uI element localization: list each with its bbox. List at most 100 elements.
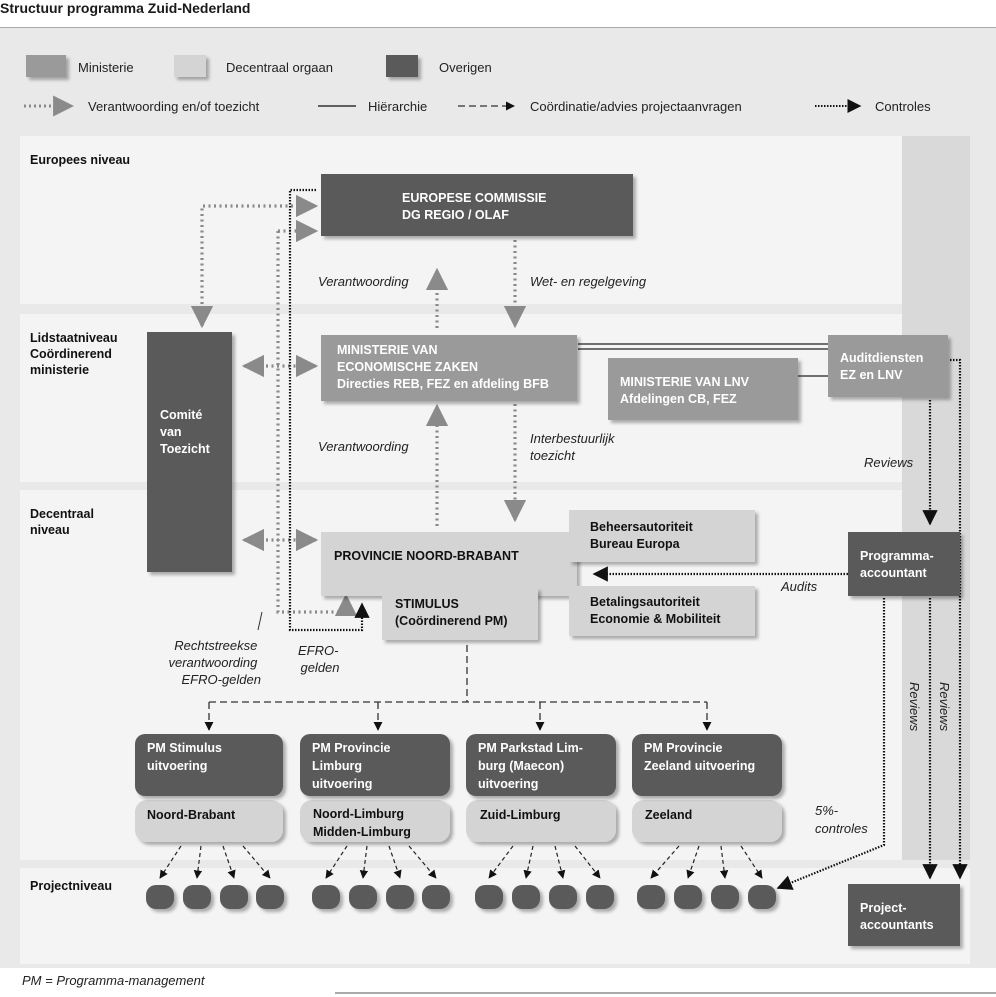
box-ministerie-lnv [608,358,798,420]
box-betalingsautoriteit [569,586,755,636]
pm-region-box [632,800,782,842]
project-node [386,885,414,909]
pm-unit: PM Parkstad Lim- burg (Maecon) uitvoerin… [466,734,616,842]
fan-arrow [222,845,236,879]
footnote: PM = Programma-management [22,973,206,988]
box-project-accountants-text: Project- accountants [860,901,934,932]
legend-decentraal: Decentraal orgaan [226,60,333,75]
project-node [637,885,665,909]
box-auditdiensten-text: Auditdiensten EZ en LNV [840,351,927,382]
project-node [674,885,702,909]
fan-arrow [193,845,203,879]
box-ministerie-ez [321,335,577,401]
pm-region-box [300,800,450,842]
project-node [349,885,377,909]
label-reviews-h: Reviews [864,455,914,470]
box-programma-accountant [848,532,960,596]
legend-hierarchie: Hiërarchie [368,99,427,114]
legend-verantwoording: Verantwoording en/of toezicht [88,99,260,114]
right-column-shade [902,136,970,860]
project-node [220,885,248,909]
project-node [146,885,174,909]
leader-rechtstreekse [257,611,263,631]
project-node [475,885,503,909]
arrow-direct-efro [276,231,358,617]
label-interbestuurlijk: Interbestuurlijk toezicht [530,431,618,463]
box-programma-accountant-text: Programma- accountant [860,549,937,580]
legend-swatch-overigen [386,55,418,77]
fan-arrow [686,845,700,879]
pm-unit: PM Provincie Zeeland uitvoering Zeeland [632,734,782,842]
legend: Ministerie Decentraal orgaan Overigen Ve… [24,55,931,117]
label-reviews-v2: Reviews [937,682,952,732]
project-node [549,885,577,909]
arrow-reviews-v2 [950,358,968,880]
pm-top-text: PM Provincie Zeeland uitvoering [644,741,755,773]
box-ministerie-ez-text: MINISTERIE VAN ECONOMISCHE ZAKEN Directi… [337,343,549,391]
project-nodes [146,885,776,909]
pm-top-box [135,734,283,796]
fan-arrow [740,845,763,879]
box-provincie-noord-brabant [321,532,577,596]
pm-unit: PM Provincie Limburg uitvoering Noord-Li… [300,734,450,842]
box-stimulus [382,588,538,640]
label-reviews-v1: Reviews [907,682,922,732]
box-betalingsautoriteit-text: Betalingsautoriteit Economie & Mobilitei… [590,595,721,626]
label-audits: Audits [780,579,818,594]
box-comite-van-toezicht [147,332,232,572]
legend-swatch-decentraal [174,55,206,77]
box-project-accountants [848,884,960,946]
project-node [422,885,450,909]
pm-top-text: PM Provincie Limburg uitvoering [312,741,394,791]
pm-top-box [632,734,782,796]
box-comite-text: Comité van Toezicht [160,408,211,456]
project-node [711,885,739,909]
controles-arrows [288,188,968,890]
label-efro-gelden: EFRO- gelden [298,643,342,675]
fan-arrow [650,845,680,879]
diagram-title: Structuur programma Zuid-Nederland [0,0,250,16]
box-ministerie-lnv-text: MINISTERIE VAN LNV Afdelingen CB, FEZ [620,375,752,406]
fan-arrow [554,845,566,879]
pm-region-text: Noord-Limburg Midden-Limburg [313,807,411,839]
box-provincie-text: PROVINCIE NOORD-BRABANT [334,549,519,563]
level-project: Projectniveau [30,879,112,893]
label-rechtstreekse: Rechtstreekse verantwoording EFRO-gelden [168,638,261,687]
fan-arrow [523,845,534,879]
arrow-ec-efro-controles [288,188,370,632]
legend-swatch-ministerie [26,55,66,77]
label-wet-regelgeving: Wet- en regelgeving [530,274,647,289]
box-europese-commissie [321,174,633,236]
pm-units: PM Stimulus uitvoering Noord-Brabant PM … [135,734,782,842]
pm-top-box [466,734,616,796]
pm-unit: PM Stimulus uitvoering Noord-Brabant [135,734,283,842]
box-stimulus-text: STIMULUS (Coördinerend PM) [395,597,508,628]
fan-arrow [159,845,182,879]
coordination-tree [204,645,712,731]
legend-coordinatie: Coördinatie/advies projectaanvragen [530,99,742,114]
verantwoording-arrows [190,194,527,617]
pm-region-text: Zeeland [645,808,692,822]
project-node [748,885,776,909]
project-node [512,885,540,909]
label-verantwoording-top: Verantwoording [318,274,409,289]
box-auditdiensten [828,335,948,397]
pm-top-box [300,734,450,796]
fan-arrow [388,845,402,879]
label-verantwoording-mid: Verantwoording [318,439,409,454]
fan-arrow [719,845,729,879]
pm-top-text: PM Parkstad Lim- burg (Maecon) uitvoerin… [478,741,586,791]
project-node [312,885,340,909]
fan-arrow [359,845,369,879]
box-beheersautoriteit [569,510,755,562]
project-node [183,885,211,909]
level-lidstaat: Lidstaatniveau Coördinerend ministerie [30,331,121,377]
pm-region-box [466,800,616,842]
arrow-5pct-controles [776,598,886,890]
pm-top-text: PM Stimulus uitvoering [147,741,226,773]
legend-controles: Controles [875,99,931,114]
project-node [586,885,614,909]
box-europese-commissie-text: EUROPESE COMMISSIE DG REGIO / OLAF [402,191,550,222]
